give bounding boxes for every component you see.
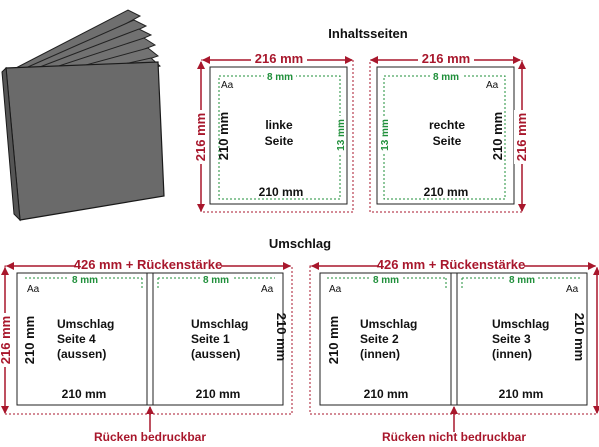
umschlag-left: 426 mm + Rückenstärke 216 mm 8 mm Aa 210… — [0, 257, 293, 444]
label-line2: Seite 1 — [191, 332, 230, 346]
spine — [146, 272, 154, 406]
margin-label: 8 mm — [203, 275, 229, 286]
spine — [450, 272, 458, 406]
label-line1: Umschlag — [191, 317, 248, 331]
label-line2: Seite 3 — [492, 332, 531, 346]
dim-side-label: 216 mm — [0, 316, 13, 364]
panel-seite-4: 8 mm Aa 210 mm Umschlag Seite 4 (aussen)… — [22, 274, 143, 401]
dim-bottom-label: 210 mm — [196, 387, 241, 401]
label-line1: Umschlag — [57, 317, 114, 331]
margin-h-label: 8 mm — [433, 72, 459, 83]
panel-front — [152, 272, 284, 406]
dim-bottom-label: 210 mm — [62, 387, 107, 401]
panel-seite-1: 8 mm Aa 210 mm Umschlag Seite 1 (aussen)… — [157, 274, 289, 401]
page-outline — [376, 66, 515, 205]
inhalt-left-page: 216 mm 216 mm 210 mm Aa 8 mm 13 mm linke… — [193, 51, 354, 213]
label-line2: Seite 4 — [57, 332, 96, 346]
dim-side-inner-label: 210 mm — [274, 313, 289, 361]
panel-inner-right — [456, 272, 588, 406]
page-label-line2: Seite — [265, 134, 294, 148]
page-label-line2: Seite — [433, 134, 462, 148]
label-line2: Seite 2 — [360, 332, 399, 346]
inhaltsseiten-title: Inhaltsseiten — [328, 26, 408, 41]
inhalt-right-page: 216 mm 216 mm 210 mm Aa 8 mm 13 mm recht… — [369, 51, 530, 213]
spine-caption: Rücken bedruckbar — [94, 430, 206, 444]
dim-bottom-label: 210 mm — [499, 387, 544, 401]
margin-h-label: 8 mm — [267, 72, 293, 83]
margin-v-label: 13 mm — [336, 119, 347, 151]
dim-side-inner-label: 210 mm — [326, 316, 341, 364]
aa-sample: Aa — [329, 284, 342, 295]
margin-label: 8 mm — [509, 275, 535, 286]
page-outline — [209, 66, 348, 205]
margin-v-label: 13 mm — [380, 119, 391, 151]
dim-bottom-label: 210 mm — [259, 185, 304, 199]
aa-sample: Aa — [261, 284, 274, 295]
label-line3: (aussen) — [191, 347, 240, 361]
label-line3: (aussen) — [57, 347, 106, 361]
dim-side-inner-label: 210 mm — [22, 316, 37, 364]
dim-side-label: 216 mm — [514, 113, 529, 161]
dim-side-inner-label: 210 mm — [572, 313, 587, 361]
panel-inner-left — [319, 272, 452, 406]
dim-bottom-label: 210 mm — [364, 387, 409, 401]
label-line1: Umschlag — [492, 317, 549, 331]
book-illustration — [1, 9, 165, 222]
dim-top-label: 426 mm + Rückenstärke — [377, 257, 526, 272]
aa-sample: Aa — [486, 80, 499, 91]
umschlag-title: Umschlag — [269, 236, 331, 251]
dim-side-inner-label: 210 mm — [490, 112, 505, 160]
page-label-line1: linke — [265, 118, 293, 132]
dim-side-label: 216 mm — [193, 113, 208, 161]
page-label-line1: rechte — [429, 118, 465, 132]
label-line3: (innen) — [492, 347, 532, 361]
dim-top-label: 216 mm — [422, 51, 470, 66]
label-line1: Umschlag — [360, 317, 417, 331]
panel-seite-3: 8 mm Aa 210 mm Umschlag Seite 3 (innen) … — [461, 274, 587, 401]
spine-caption: Rücken nicht bedruckbar — [382, 430, 526, 444]
umschlag-right: 426 mm + Rückenstärke 8 mm Aa 210 mm Ums… — [309, 257, 599, 444]
dim-side-inner-label: 210 mm — [216, 112, 231, 160]
aa-sample: Aa — [27, 284, 40, 295]
label-line3: (innen) — [360, 347, 400, 361]
margin-label: 8 mm — [373, 275, 399, 286]
aa-sample: Aa — [221, 80, 234, 91]
panel-seite-2: 8 mm Aa 210 mm Umschlag Seite 2 (innen) … — [326, 274, 447, 401]
dim-top-label: 216 mm — [255, 51, 303, 66]
dim-bottom-label: 210 mm — [424, 185, 469, 199]
margin-label: 8 mm — [72, 275, 98, 286]
aa-sample: Aa — [566, 284, 579, 295]
dim-top-label: 426 mm + Rückenstärke — [74, 257, 223, 272]
